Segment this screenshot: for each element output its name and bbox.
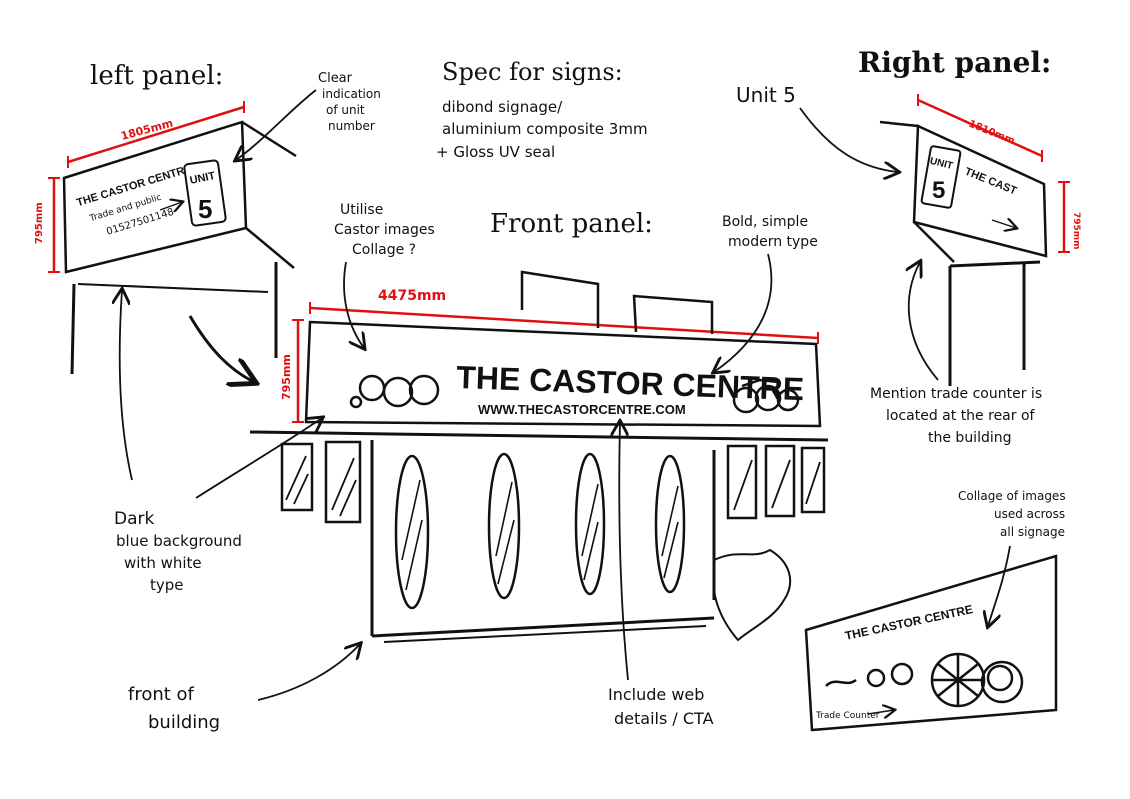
right-height-dimension: 795mm xyxy=(1071,212,1081,250)
spec-lines: dibond signage/ aluminium composite 3mm … xyxy=(436,98,648,161)
collage-sign: THE CASTOR CENTRE Trade Counter xyxy=(804,554,1058,732)
spec-title: Spec for signs: xyxy=(442,58,623,86)
spec-line: dibond signage/ xyxy=(442,98,563,116)
unit-5-caption: Unit 5 xyxy=(736,83,796,107)
front-panel-heading: Front panel: xyxy=(490,209,653,239)
note-line: indication xyxy=(322,87,381,101)
note-line: Utilise xyxy=(340,202,383,218)
note-line: located at the rear of xyxy=(886,408,1036,424)
front-sign-url: WWW.THECASTORCENTRE.COM xyxy=(478,402,686,417)
note-line: blue background xyxy=(116,532,242,550)
left-sign: 1805mm 795mm THE CASTOR CENTRE Trade and… xyxy=(34,101,297,375)
left-width-dimension: 1805mm xyxy=(119,116,174,142)
note-line: building xyxy=(148,712,220,733)
right-sign: 1810mm 795mm UNIT 5 THE CAST Unit 5 xyxy=(736,83,1081,386)
note-line: modern type xyxy=(728,234,818,250)
front-height-dimension: 795mm xyxy=(280,354,293,400)
note-utilise-images: Utilise Castor images Collage ? xyxy=(334,202,435,348)
note-line: Collage ? xyxy=(352,242,416,258)
note-line: Bold, simple xyxy=(722,214,808,230)
front-width-dimension: 4475mm xyxy=(378,288,446,304)
right-unit-label: UNIT xyxy=(929,156,954,172)
note-line: Dark xyxy=(114,509,154,529)
note-line: number xyxy=(328,119,375,133)
note-trade-counter: Mention trade counter is located at the … xyxy=(870,262,1042,446)
castor-collage-left xyxy=(349,374,440,409)
left-unit-label: UNIT xyxy=(189,170,217,187)
note-web-details: Include web details / CTA xyxy=(608,422,714,728)
note-line: the building xyxy=(928,430,1012,446)
note-line: Clear xyxy=(318,71,353,86)
note-bold-type: Bold, simple modern type xyxy=(714,214,818,372)
note-collage-all: Collage of images used across all signag… xyxy=(958,489,1066,626)
note-line: used across xyxy=(994,507,1065,521)
note-line: Castor images xyxy=(334,222,435,238)
right-unit-number: 5 xyxy=(932,177,945,204)
note-line: Mention trade counter is xyxy=(870,386,1042,402)
note-line: front of xyxy=(128,684,195,705)
note-line: type xyxy=(150,576,184,594)
collage-sign-footer: Trade Counter xyxy=(815,711,880,721)
note-line: with white xyxy=(124,554,202,572)
front-building: 4475mm 795mm THE CASTOR CENTRE WWW.THECA… xyxy=(249,270,829,643)
spec-line: aluminium composite 3mm xyxy=(442,120,648,138)
note-line: all signage xyxy=(1000,525,1065,539)
note-line: details / CTA xyxy=(614,709,714,728)
right-width-dimension: 1810mm xyxy=(967,119,1016,147)
note-line: of unit xyxy=(326,103,365,117)
left-height-dimension: 795mm xyxy=(34,202,45,244)
note-clear-indication: Clear indication of unit number xyxy=(236,71,381,160)
spec-line: + Gloss UV seal xyxy=(436,143,555,161)
left-panel-heading: left panel: xyxy=(90,61,223,91)
note-front-building: front of building xyxy=(128,644,360,733)
left-unit-number: 5 xyxy=(198,194,212,224)
note-line: Include web xyxy=(608,685,704,704)
castor-collage-right xyxy=(732,378,800,414)
note-line: Collage of images xyxy=(958,489,1066,503)
right-panel-heading: Right panel: xyxy=(858,46,1051,79)
note-dark-blue: Dark blue background with white type xyxy=(114,290,322,594)
